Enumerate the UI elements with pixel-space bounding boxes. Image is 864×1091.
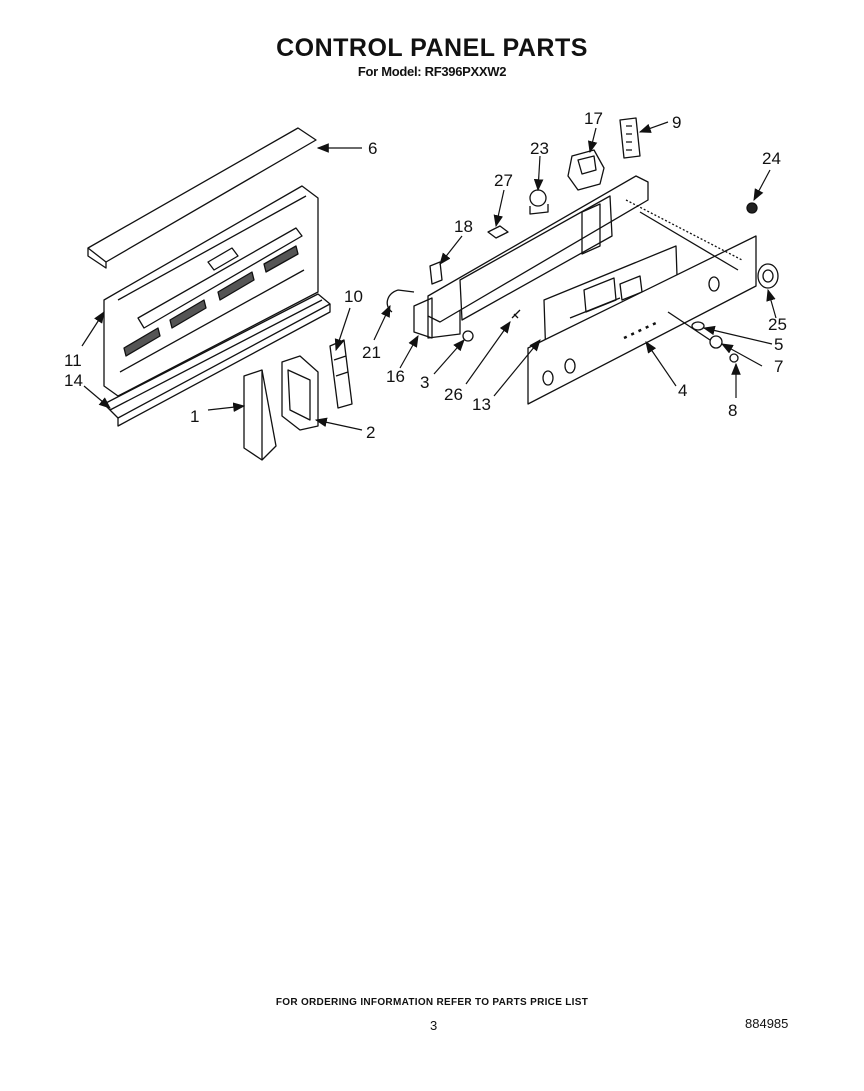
part-24-indicator <box>746 202 758 214</box>
callout-2: 2 <box>366 423 375 442</box>
callout-6: 6 <box>368 139 377 158</box>
callout-14: 14 <box>64 371 83 390</box>
callout-17: 17 <box>584 109 603 128</box>
callout-25: 25 <box>768 315 787 334</box>
part-3-insert <box>462 330 474 342</box>
page-title: CONTROL PANEL PARTS <box>276 34 588 62</box>
callout-5: 5 <box>774 335 783 354</box>
part-18-relay <box>429 261 443 285</box>
callout-4: 4 <box>678 381 687 400</box>
callout-27: 27 <box>494 171 513 190</box>
callout-11: 11 <box>64 351 82 370</box>
callout-3: 3 <box>420 373 429 392</box>
callout-26: 26 <box>444 385 463 404</box>
ordering-note: FOR ORDERING INFORMATION REFER TO PARTS … <box>275 997 589 1008</box>
callout-16: 16 <box>386 367 405 386</box>
part-1-end-cap <box>243 369 277 461</box>
part-21-wire-clip <box>386 289 415 313</box>
document-number: 884985 <box>745 1016 789 1031</box>
callout-18: 18 <box>454 217 473 236</box>
callout-24: 24 <box>762 149 781 168</box>
part-9-terminal-block <box>619 117 641 159</box>
part-7-spacer <box>709 335 723 349</box>
part-10-clip <box>329 339 353 409</box>
callout-13: 13 <box>472 395 491 414</box>
callout-10: 10 <box>344 287 363 306</box>
part-6-top-trim <box>87 127 317 269</box>
part-16-console-housing <box>413 175 649 339</box>
callout-8: 8 <box>728 401 737 420</box>
part-27-clip <box>487 225 509 239</box>
part-25-knob <box>757 263 779 289</box>
callout-7: 7 <box>774 357 783 376</box>
part-23-switch <box>529 189 549 215</box>
model-line: For Model: RF396PXXW2 <box>357 64 507 79</box>
callout-23: 23 <box>530 139 549 158</box>
callout-9: 9 <box>672 113 681 132</box>
part-2-bracket <box>281 355 319 431</box>
part-8-screw <box>729 353 739 363</box>
part-14-lower-trim <box>103 293 331 427</box>
part-4-front-panel <box>527 235 757 405</box>
callout-1: 1 <box>190 407 199 426</box>
part-26-screw <box>511 309 521 319</box>
part-11-rear-panel <box>103 185 319 397</box>
callout-21: 21 <box>362 343 381 362</box>
page-number: 3 <box>430 1018 438 1033</box>
part-17-clock-motor <box>567 149 605 191</box>
